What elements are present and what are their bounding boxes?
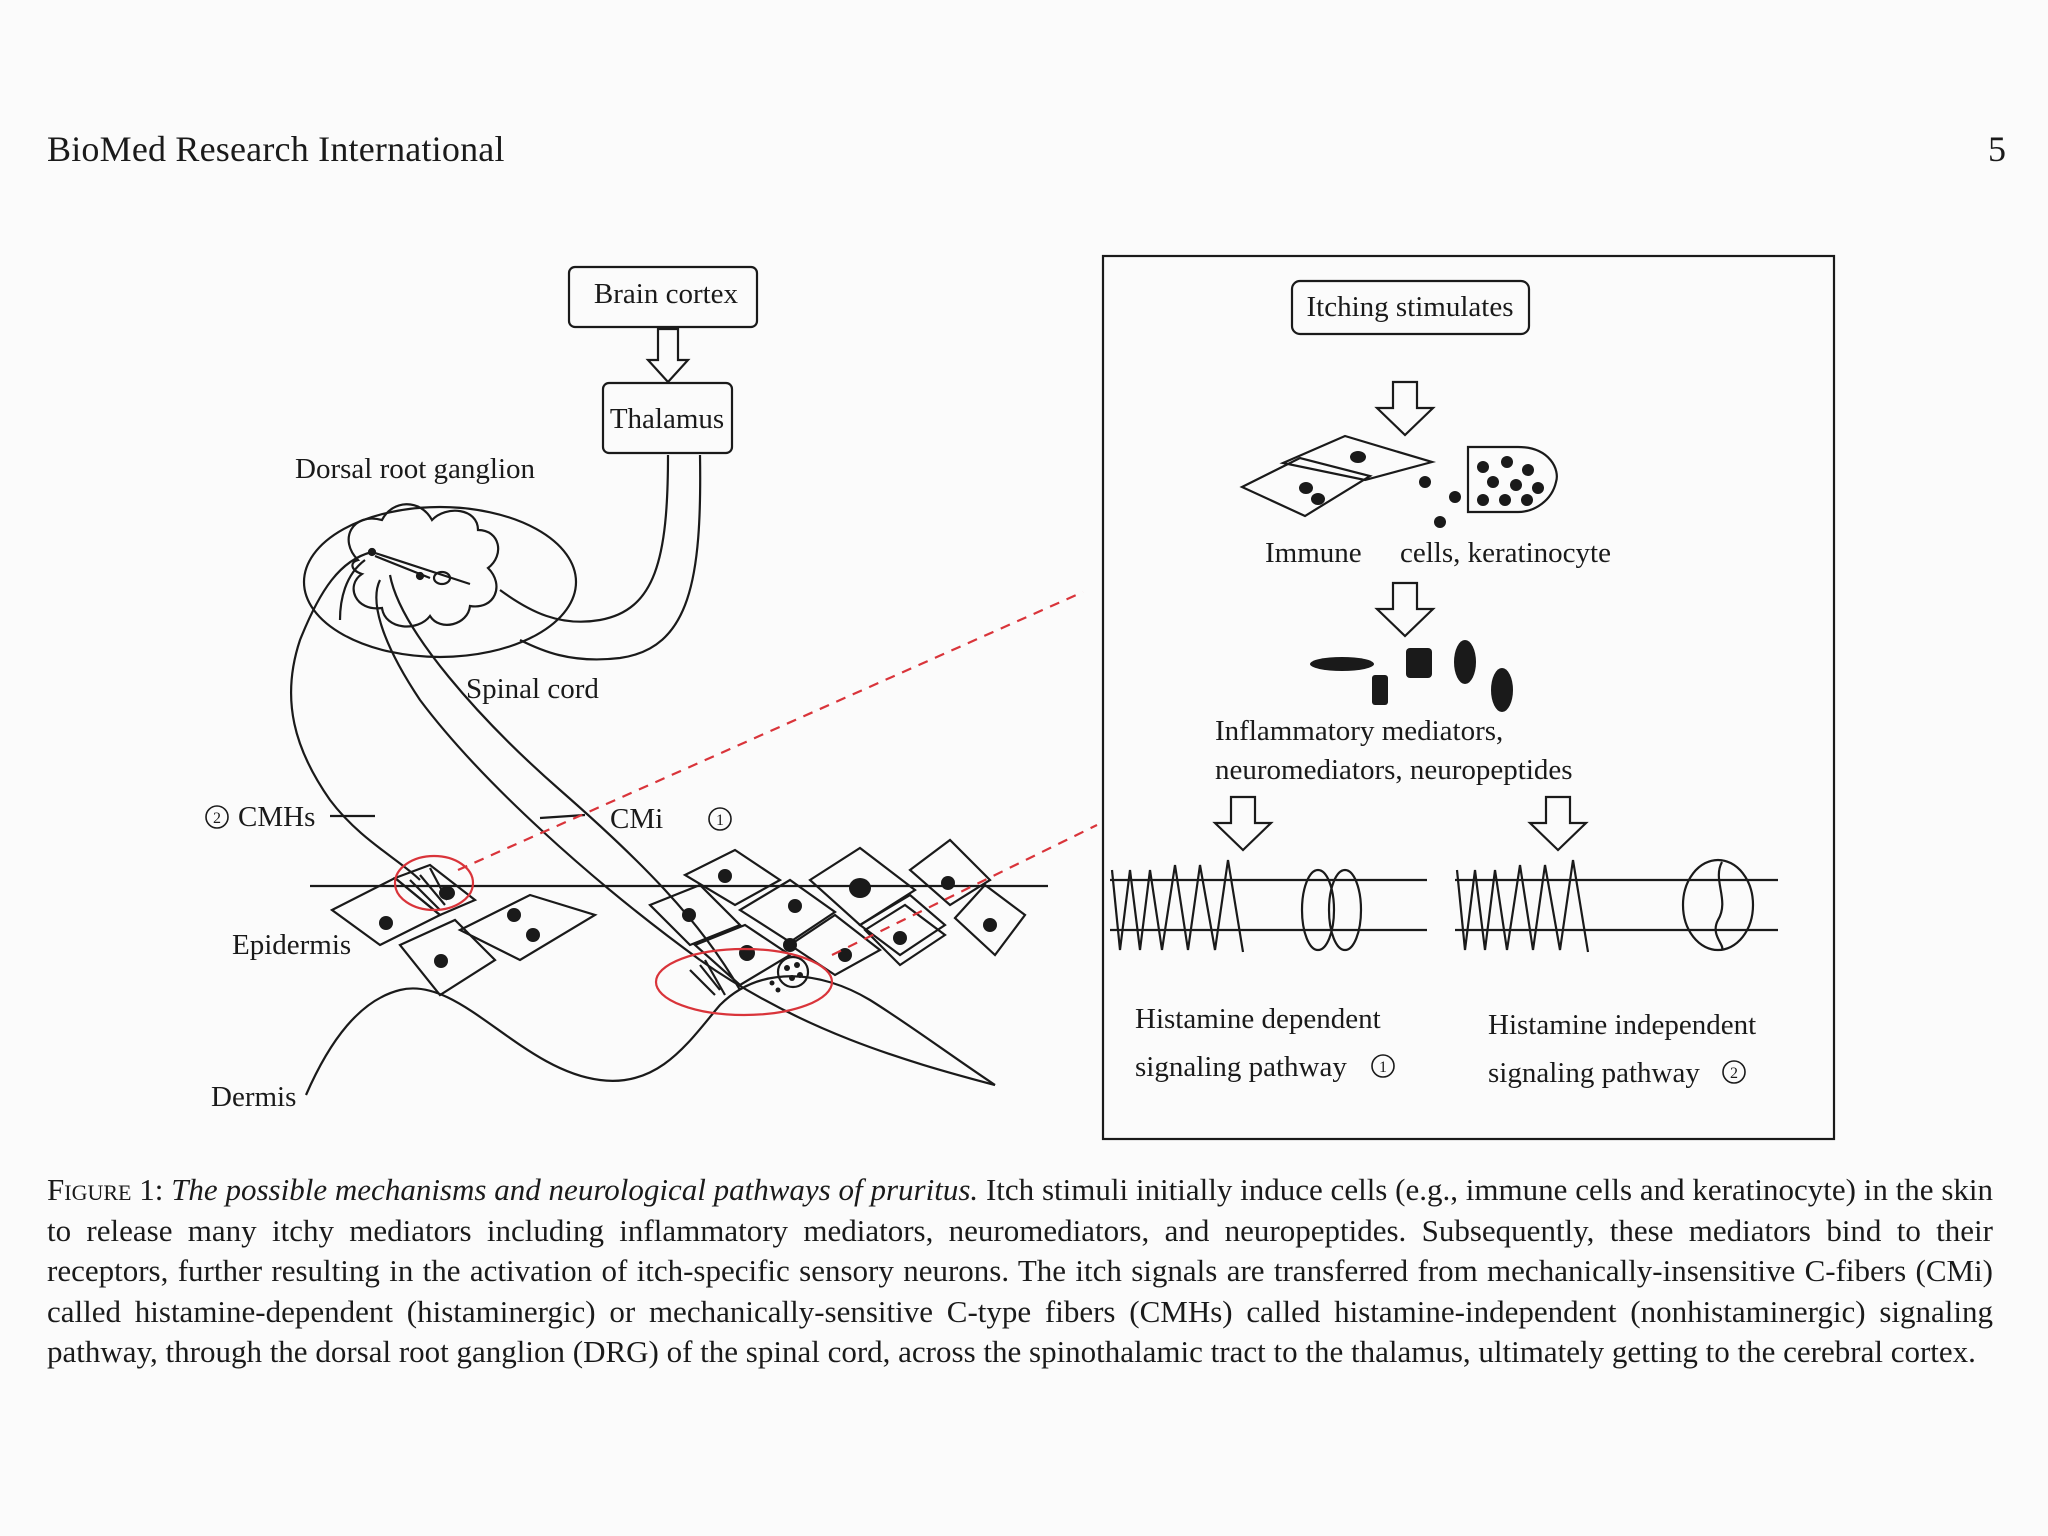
figure-1: Brain cortex Thalamus Dorsal root gangli… bbox=[205, 254, 1836, 1141]
itching-box bbox=[1290, 279, 1531, 336]
caption-label: Figure 1: bbox=[47, 1172, 164, 1207]
brain-cortex-box bbox=[567, 265, 759, 329]
spinal-cord-label: Spinal cord bbox=[466, 673, 599, 705]
cells-keratinocyte-label: cells, keratinocyte bbox=[1400, 537, 1611, 569]
mechanism-panel bbox=[1101, 254, 1836, 1141]
dermis-label: Dermis bbox=[211, 1081, 296, 1113]
mediators-label-2: neuromediators, neuropeptides bbox=[1215, 754, 1573, 786]
thalamus-label: Thalamus bbox=[610, 403, 724, 435]
hd-label-2: signaling pathway bbox=[1135, 1051, 1347, 1083]
epidermis-label: Epidermis bbox=[232, 929, 351, 961]
down-arrow-icon bbox=[1527, 795, 1589, 852]
spinal-cord-ellipse bbox=[302, 505, 578, 659]
down-arrow-icon bbox=[1212, 795, 1274, 852]
journal-title: BioMed Research International bbox=[47, 129, 505, 169]
highlight-markers bbox=[393, 590, 1098, 1017]
cmhs-fiber bbox=[289, 550, 421, 881]
svg-text:1: 1 bbox=[716, 812, 724, 829]
histamine-receptor-coil bbox=[1110, 859, 1245, 953]
circled-2-icon: 2 bbox=[205, 805, 229, 829]
down-arrow-icon bbox=[1374, 380, 1436, 437]
mediators-label-1: Inflammatory mediators, bbox=[1215, 715, 1503, 747]
page-number: 5 bbox=[1988, 129, 2006, 169]
circled-1-icon: 1 bbox=[1371, 1054, 1395, 1078]
nonhistamine-receptor-coil bbox=[1455, 859, 1590, 953]
caption-title: The possible mechanisms and neurological… bbox=[171, 1172, 979, 1207]
drg-label: Dorsal root ganglion bbox=[295, 453, 536, 485]
keratinocyte bbox=[398, 918, 497, 997]
circled-1-icon: 1 bbox=[708, 807, 732, 831]
ion-channel bbox=[1300, 868, 1336, 952]
hd-label-1: Histamine dependent bbox=[1135, 1003, 1381, 1035]
thalamus-box bbox=[601, 381, 734, 455]
keratinocyte-granule-cell bbox=[1466, 445, 1558, 514]
hi-label-1: Histamine independent bbox=[1488, 1009, 1756, 1041]
immune-label: Immune bbox=[1265, 537, 1362, 569]
keratinocyte bbox=[457, 893, 598, 962]
itching-label: Itching stimulates bbox=[1307, 291, 1514, 323]
immune-cell bbox=[1239, 456, 1373, 518]
grey-matter bbox=[347, 503, 500, 628]
svg-text:1: 1 bbox=[1379, 1059, 1387, 1076]
caption-text: Itch stimuli initially induce cells (e.g… bbox=[47, 1172, 1993, 1369]
figure-caption: Figure 1: The possible mechanisms and ne… bbox=[47, 1170, 1993, 1373]
svg-text:2: 2 bbox=[213, 810, 221, 827]
brain-cortex-label: Brain cortex bbox=[594, 278, 739, 310]
hi-label-2: signaling pathway bbox=[1488, 1057, 1700, 1089]
dermis-curve bbox=[304, 975, 996, 1096]
svg-text:2: 2 bbox=[1730, 1065, 1738, 1082]
circled-2-icon: 2 bbox=[1722, 1060, 1746, 1084]
cmi-label: CMi bbox=[610, 803, 663, 835]
down-arrow-icon bbox=[645, 327, 691, 384]
cmhs-label: CMHs bbox=[238, 801, 315, 833]
cmi-fiber bbox=[375, 579, 701, 961]
down-arrow-icon bbox=[1374, 581, 1436, 638]
ion-channel bbox=[1681, 858, 1755, 952]
